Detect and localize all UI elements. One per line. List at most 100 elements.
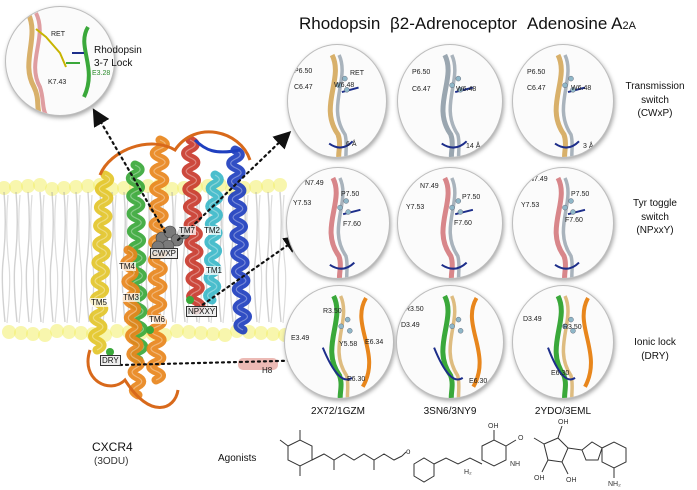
res-label: E6.34 — [365, 339, 384, 346]
lipid-head — [194, 326, 208, 340]
distance-label: 14 Å — [466, 143, 481, 150]
residue-stick — [457, 328, 464, 334]
residue-stick — [337, 204, 343, 211]
b2-main: Adrenoceptor — [414, 14, 517, 33]
res-label: R3.50 — [405, 306, 424, 313]
row-label-ionic-lock: Ionic lock (DRY) — [615, 336, 695, 363]
intracellular-loop — [86, 349, 180, 409]
lipid-head — [62, 325, 76, 339]
residue-stick — [570, 209, 576, 215]
circle-a2a-tyr-toggle: N7.49 Y7.53 P7.50 F7.60 — [512, 167, 614, 279]
lipid-tail — [42, 194, 47, 324]
residue-stick — [345, 209, 351, 215]
circle-a2a-ionic-lock: D3.49 R3.50 E6.30 — [512, 285, 614, 399]
lipid-tail — [37, 191, 42, 323]
agonists-label: Agonists — [218, 453, 257, 464]
residue-stick — [455, 75, 462, 82]
a2a-oh-label-1: OH — [558, 419, 569, 426]
residue-stick — [347, 328, 353, 334]
cell-ribbon-drawing — [440, 53, 474, 157]
res-label: P6.50 — [294, 68, 313, 75]
helix-tm2-highlight — [206, 174, 220, 301]
lipid-tail — [114, 194, 119, 324]
inset-title: Rhodopsin 3-7 Lock — [94, 44, 142, 70]
residue-stick — [455, 316, 462, 323]
lipid-head — [9, 180, 23, 194]
b2-h2-label: H₂ — [464, 469, 472, 476]
lipid-head — [249, 180, 263, 194]
lipid-head — [57, 181, 71, 195]
res-label: E6.30 — [551, 370, 570, 377]
lipid-tail — [78, 194, 83, 324]
lipid-tail — [73, 191, 78, 323]
shift-arrow-lower — [441, 261, 468, 270]
res-label: Y7.53 — [521, 202, 540, 209]
shift-arrow-lower — [328, 140, 354, 149]
residue-stick — [457, 87, 464, 93]
ribbon-secondary — [561, 177, 574, 278]
lipid-head — [0, 181, 11, 195]
residue-stick — [336, 82, 342, 89]
helix-tm1-highlight — [230, 149, 249, 331]
inset-ret-label: RET — [51, 31, 65, 38]
inset-k743-label: K7.43 — [48, 79, 67, 86]
lipid-head — [38, 328, 52, 342]
residue-stick — [568, 75, 574, 82]
residue-stick — [343, 198, 349, 204]
helix-tm2 — [203, 170, 224, 305]
shift-arrow — [454, 86, 474, 94]
ribbon-secondary — [561, 295, 574, 398]
lipid-head — [261, 179, 275, 193]
residue-stick — [562, 204, 568, 211]
res-label: F7.60 — [565, 217, 583, 224]
lipid-tail — [49, 191, 54, 323]
ribbon-primary — [327, 53, 343, 157]
tm1-label: TM1 — [205, 266, 223, 275]
a2a-oh-label-2: OH — [534, 475, 545, 482]
lipid-tail — [253, 191, 258, 323]
row-label-line: Tyr toggle — [633, 198, 677, 209]
res-label: E6.30 — [469, 378, 488, 385]
cxcr4-ribbon-structure — [86, 130, 278, 409]
lipid-head — [21, 179, 35, 193]
inset-ribbon-green — [82, 25, 91, 98]
tm2-label: TM2 — [203, 226, 221, 235]
res-label: D3.49 — [401, 322, 420, 329]
inset-ribbon-tan — [25, 11, 43, 115]
lipid-tail — [6, 194, 11, 324]
h8-label: H8 — [262, 366, 273, 375]
lipid-head — [26, 327, 40, 341]
row-label-tyr-toggle-switch: Tyr toggle switch (NPxxY) — [615, 197, 695, 238]
lipid-head — [33, 178, 47, 192]
ribbon-secondary — [448, 54, 461, 157]
arrow-to-transmission — [176, 130, 292, 242]
lipid-tail — [85, 191, 90, 323]
circle-rhodopsin-ionic-lock: R3.50 E3.49 Y5.58 E6.34 E6.30 — [284, 285, 394, 399]
cell-ribbon-drawing — [321, 294, 372, 398]
res-label: N7.49 — [529, 176, 548, 183]
res-label: F7.60 — [343, 221, 361, 228]
shift-arrow — [321, 347, 353, 381]
inset-retinal — [35, 28, 67, 68]
n-term-loop — [193, 138, 241, 154]
lipid-tail — [30, 194, 35, 324]
res-label: N7.49 — [420, 183, 439, 190]
ribbon-primary — [440, 53, 455, 157]
res-label: C6.47 — [527, 85, 546, 92]
lipid-tail — [1, 191, 6, 323]
res-label: W6.48 — [334, 82, 355, 89]
helix-tm7 — [181, 135, 206, 315]
ribbon-primary — [440, 176, 455, 278]
a2a-oh-label-3: OH — [566, 477, 577, 484]
ribbon-secondary — [335, 54, 349, 157]
a2a-subscript: 2A — [622, 20, 636, 32]
residue-stick — [449, 204, 455, 211]
lipid-head — [170, 324, 184, 338]
distance-label: 6 Å — [346, 141, 357, 148]
residue-stick — [562, 323, 568, 330]
res-label: Y5.58 — [339, 341, 358, 348]
helix-tm5-highlight — [91, 174, 111, 351]
dotted-pointer-arrows — [92, 108, 323, 370]
res-label: P6.50 — [527, 69, 546, 76]
res-label: P6.50 — [412, 69, 431, 76]
